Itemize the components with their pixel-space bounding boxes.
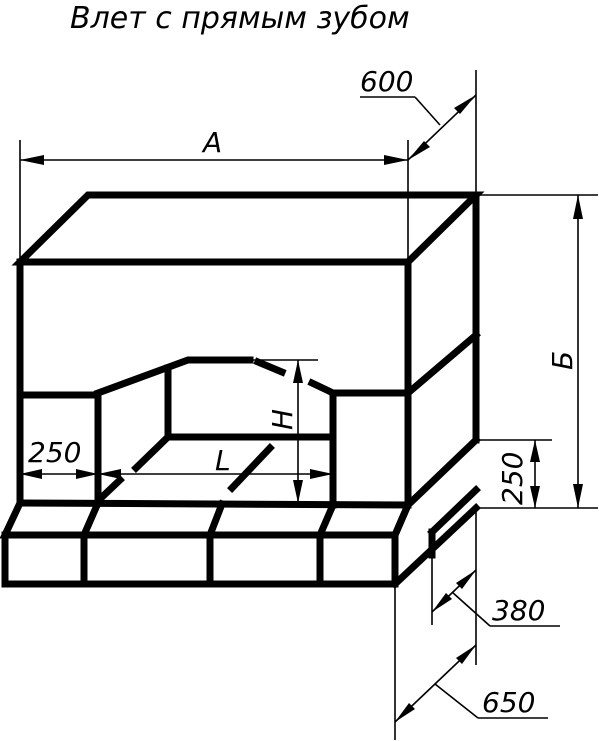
fireplace-body xyxy=(0,191,485,589)
dim-380-leader xyxy=(451,591,491,627)
dim-380-arrow-top xyxy=(456,570,476,589)
base-joint-top-2 xyxy=(205,499,227,540)
inner-floor-left-edge xyxy=(131,432,173,473)
dim-h-arrow-top xyxy=(293,360,303,383)
label-380: 380 xyxy=(492,594,545,627)
dim-250l-arrow-left xyxy=(20,469,42,479)
dim-250r-arrow-bottom xyxy=(530,486,540,508)
base-corner xyxy=(390,500,413,540)
dim-b-arrow-top xyxy=(573,195,583,219)
label-600: 600 xyxy=(360,65,413,98)
dim-l-arrow-left xyxy=(98,469,121,479)
side-inset-top xyxy=(427,485,481,537)
inner-floor-left-edge-lower xyxy=(97,475,125,502)
dim-650-leader xyxy=(434,683,479,719)
dim-600-arrow-top xyxy=(454,95,476,114)
base-joint-top-1 xyxy=(79,498,103,540)
label-250-right: 250 xyxy=(496,452,529,505)
label-650: 650 xyxy=(482,686,535,719)
label-l: L xyxy=(215,444,231,477)
label-b: Б xyxy=(546,351,579,370)
dimension-lines xyxy=(19,70,598,740)
base-joint-top-3 xyxy=(315,500,338,540)
inner-floor-right-edge xyxy=(227,443,275,493)
dim-600-leader xyxy=(414,96,441,126)
dim-b-arrow-bottom xyxy=(573,484,583,508)
dim-380-arrow-bottom xyxy=(432,593,452,612)
dimension-labels: А 600 Б 250 H L 250 380 650 xyxy=(28,65,579,719)
arch-left xyxy=(93,356,254,398)
arch-right-segment-2 xyxy=(307,378,338,398)
dim-h-arrow-bottom xyxy=(293,480,303,503)
dim-l-arrow-right xyxy=(310,469,333,479)
label-h: H xyxy=(266,409,299,430)
right-face-lower-line xyxy=(403,435,481,510)
right-face-middle-line xyxy=(403,330,481,398)
dim-650-arrow-bottom xyxy=(395,703,415,722)
arch-right-segment-1 xyxy=(253,357,287,377)
base-top-back xyxy=(16,499,412,509)
dim-600-arrow-bottom xyxy=(408,141,430,160)
dim-250r-arrow-top xyxy=(530,440,540,462)
dim-650-arrow-top xyxy=(456,645,476,664)
dim-a-arrow-right xyxy=(384,155,408,165)
dim-a-arrow-left xyxy=(20,155,44,165)
dim-250l-arrow-right xyxy=(76,469,98,479)
label-a: А xyxy=(201,126,222,159)
drawing-title: Влет с прямым зубом xyxy=(70,1,410,36)
label-250-left: 250 xyxy=(28,436,81,469)
base-front-face xyxy=(1,531,399,588)
